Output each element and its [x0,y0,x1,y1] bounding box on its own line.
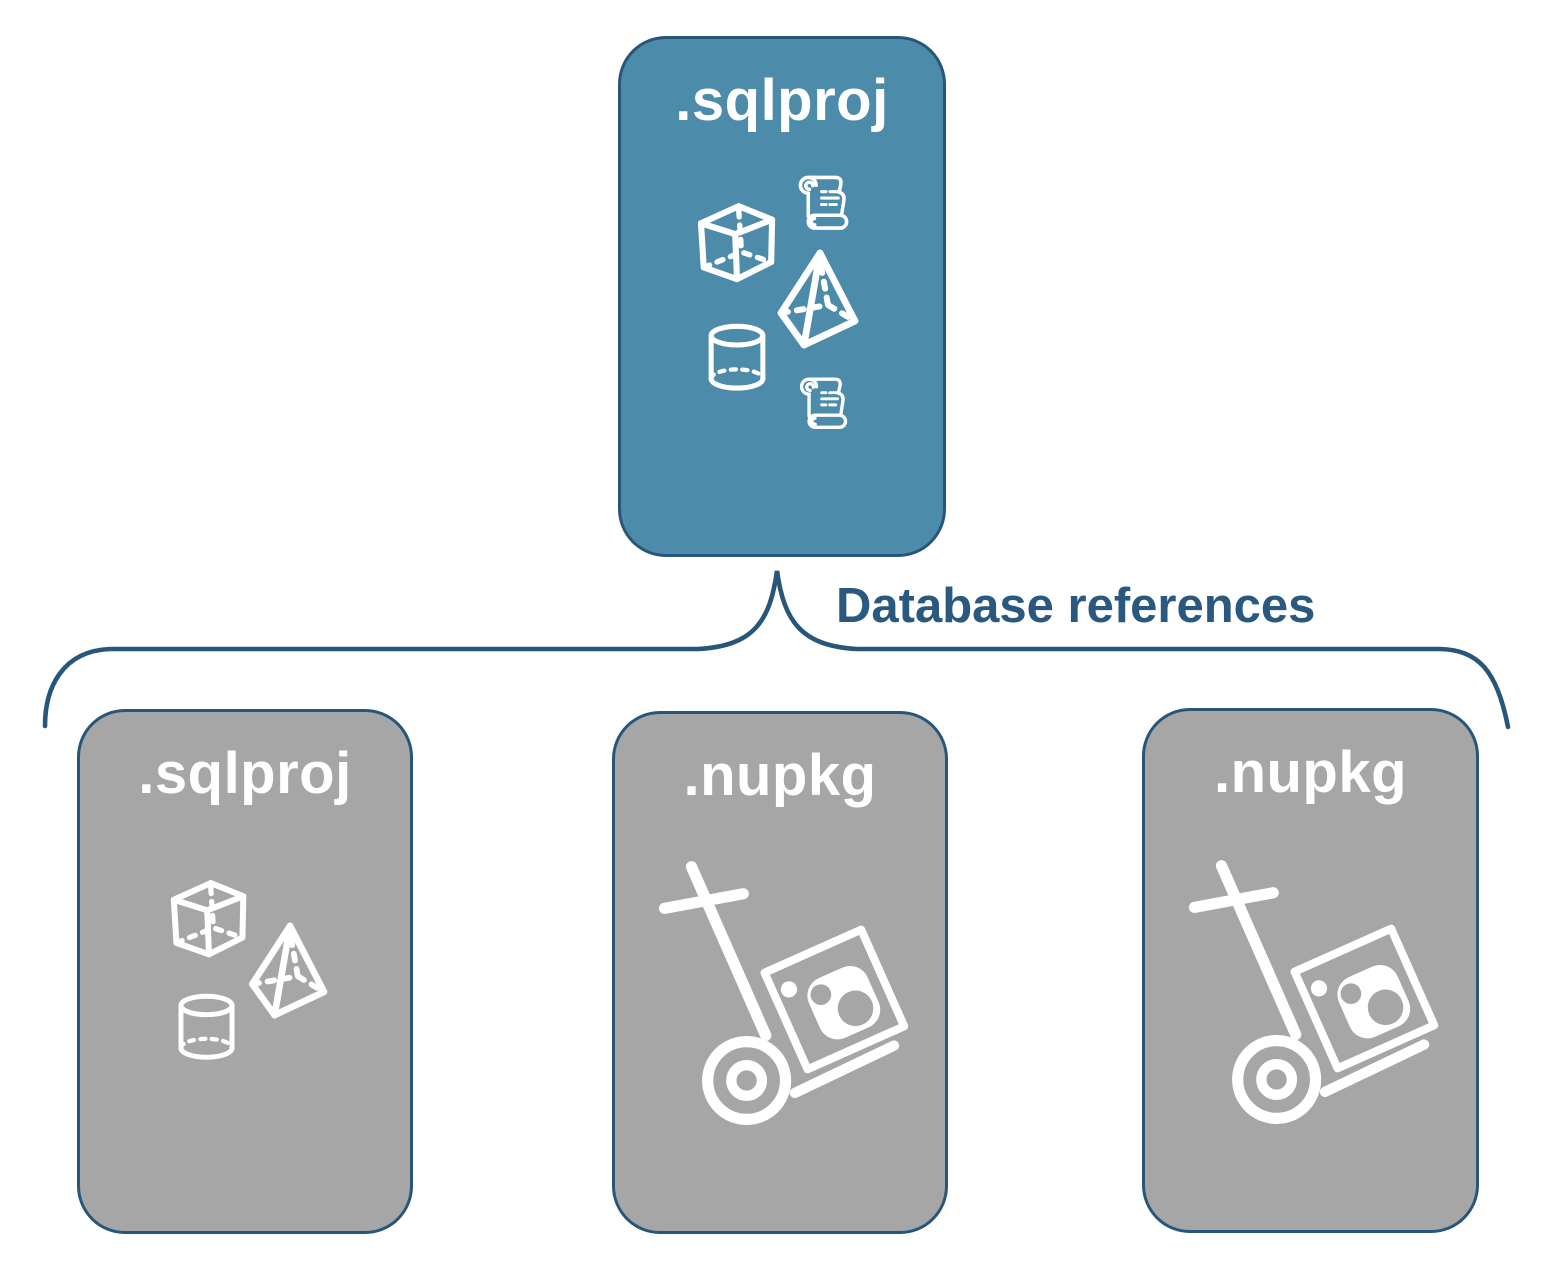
child-node-nupkg: .nupkg [1142,708,1479,1233]
node-title: .sqlproj [138,741,352,806]
pyramid-icon [240,922,346,1019]
edge-label-database-references: Database references [836,579,1316,633]
child-node-sqlproj: .sqlproj [77,709,413,1234]
scroll-icon [795,172,854,233]
node-title: .nupkg [1213,740,1408,805]
scroll-icon [795,374,854,432]
child-node-nupkg: .nupkg [612,711,948,1234]
pyramid-icon [768,249,878,349]
node-title: .sqlproj [675,68,889,133]
root-node-sqlproj: .sqlproj [618,36,946,557]
cylinder-icon [171,992,242,1070]
package-handtruck-icon [651,860,921,1130]
package-handtruck-icon [1181,859,1451,1129]
cylinder-icon [701,322,773,401]
node-title: .nupkg [683,743,877,808]
